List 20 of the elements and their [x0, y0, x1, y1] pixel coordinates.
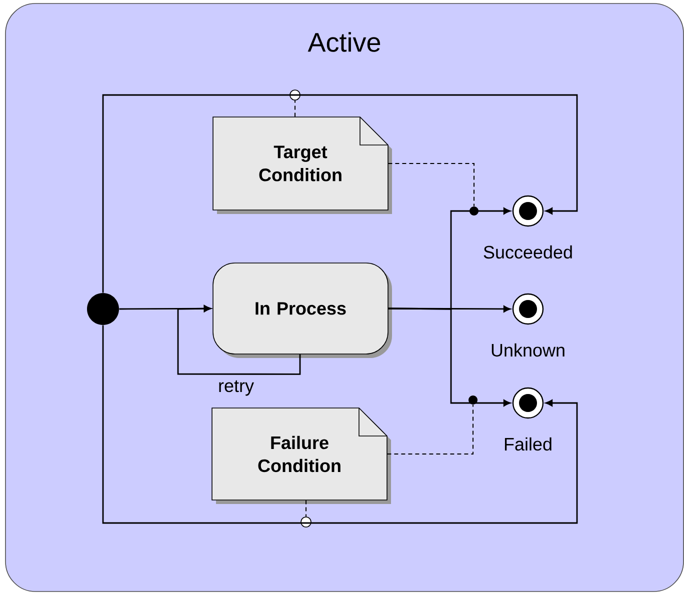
state-label: Failed — [504, 437, 552, 451]
edge-label: retry — [219, 380, 254, 396]
leader-line — [388, 163, 474, 207]
state-label: Succeeded — [484, 245, 572, 259]
arrow — [177, 305, 301, 375]
arrow — [102, 94, 578, 293]
final-state — [512, 387, 544, 419]
junction-dot — [468, 396, 478, 404]
note-box: Target Condition — [212, 116, 392, 214]
state-box: In Process — [212, 262, 392, 358]
arrow — [388, 308, 511, 406]
arrow — [102, 325, 578, 524]
initial-state — [87, 293, 119, 325]
leader-line — [386, 404, 474, 454]
note-box: Failure Condition — [212, 408, 391, 504]
state-label: Unknown — [492, 343, 564, 357]
final-state — [512, 195, 544, 227]
leader-line — [294, 100, 296, 118]
junction-dot — [470, 206, 478, 216]
final-state — [512, 293, 544, 325]
